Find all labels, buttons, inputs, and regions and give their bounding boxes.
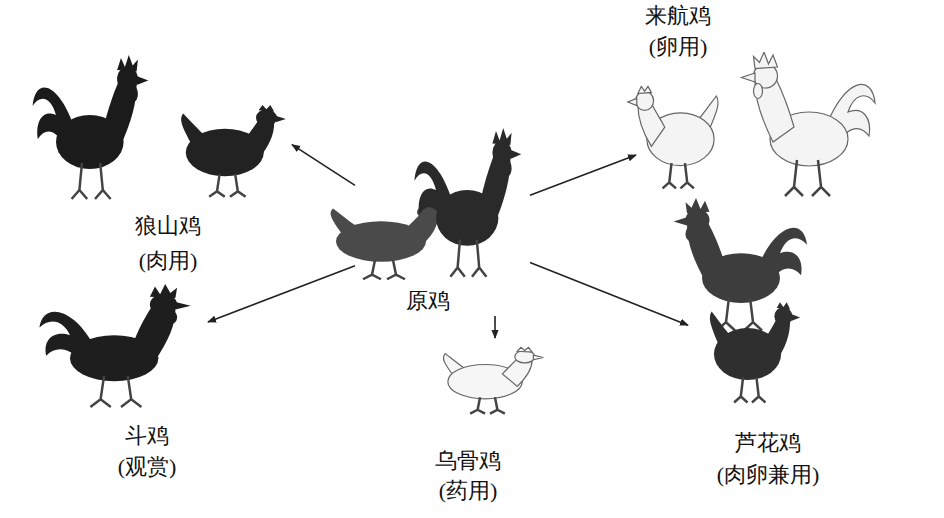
breed-node: 乌骨鸡 (药用) bbox=[418, 338, 552, 508]
chicken-illustration bbox=[33, 55, 149, 199]
breed-node: 芦花鸡 (肉卵兼用) bbox=[688, 200, 848, 498]
breed-node: 原鸡 bbox=[355, 125, 530, 316]
arrow-connector bbox=[530, 263, 688, 326]
arrow-connector bbox=[494, 316, 496, 338]
breed-name: 来航鸡 bbox=[645, 3, 711, 29]
breed-name: 原鸡 bbox=[406, 288, 450, 314]
chicken-illustration bbox=[710, 302, 800, 402]
arrow-connector bbox=[292, 145, 355, 186]
breed-name: 乌骨鸡 bbox=[435, 448, 501, 474]
chicken-illustration bbox=[181, 105, 286, 197]
arrow-connector bbox=[530, 155, 636, 195]
chicken-illustration bbox=[39, 284, 190, 407]
arrow-connector bbox=[208, 266, 355, 322]
breed-name: 芦花鸡 bbox=[735, 430, 801, 456]
breed-use: (肉卵兼用) bbox=[717, 462, 820, 488]
breed-node: 狼山鸡 (肉用) bbox=[28, 55, 292, 285]
breed-node: 来航鸡 (卵用) bbox=[636, 2, 880, 202]
chicken-illustration bbox=[443, 347, 543, 413]
chicken-illustration bbox=[742, 52, 876, 196]
breed-name: 斗鸡 bbox=[125, 423, 169, 449]
breed-node: 斗鸡 (观赏) bbox=[30, 282, 208, 482]
chicken-illustration bbox=[628, 86, 718, 188]
breed-use: (卵用) bbox=[649, 34, 708, 60]
breed-use: (药用) bbox=[439, 478, 498, 504]
breed-name: 狼山鸡 bbox=[135, 213, 201, 239]
breed-use: (肉用) bbox=[139, 248, 198, 274]
chicken-illustration bbox=[414, 128, 521, 277]
breed-use: (观赏) bbox=[118, 454, 177, 480]
